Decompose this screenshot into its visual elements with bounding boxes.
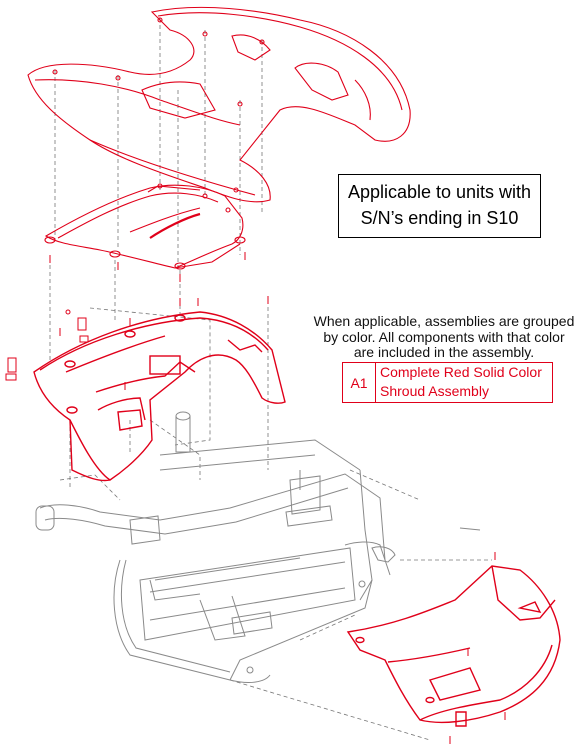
assembly-code: A1 xyxy=(343,363,376,402)
console-panel-part xyxy=(44,183,246,270)
legend-intro-line-3: are included in the assembly. xyxy=(353,344,535,360)
legend-intro-text: When applicable, assemblies are grouped … xyxy=(308,313,580,361)
body-shroud-part xyxy=(33,311,286,482)
assembly-leader-lines xyxy=(49,18,492,741)
assembly-legend-row: A1 Complete Red Solid Color Shroud Assem… xyxy=(342,362,553,403)
note-line-1: Applicable to units with xyxy=(347,182,532,202)
note-line-2: S/N’s ending in S10 xyxy=(360,208,519,228)
legend-intro-line-1: When applicable, assemblies are grouped xyxy=(313,313,575,329)
applicability-note: Applicable to units with S/N’s ending in… xyxy=(338,174,541,238)
fastener-screws xyxy=(5,187,506,744)
top-shroud-part xyxy=(27,6,411,203)
assembly-description: Complete Red Solid Color Shroud Assembly xyxy=(376,363,552,402)
assembly-description-line-1: Complete Red Solid Color xyxy=(380,364,542,380)
front-shroud-part xyxy=(346,565,561,727)
assembly-description-line-2: Shroud Assembly xyxy=(380,383,489,399)
legend-intro-line-2: by color. All components with that color xyxy=(323,328,565,345)
wheelchair-frame xyxy=(35,411,481,683)
